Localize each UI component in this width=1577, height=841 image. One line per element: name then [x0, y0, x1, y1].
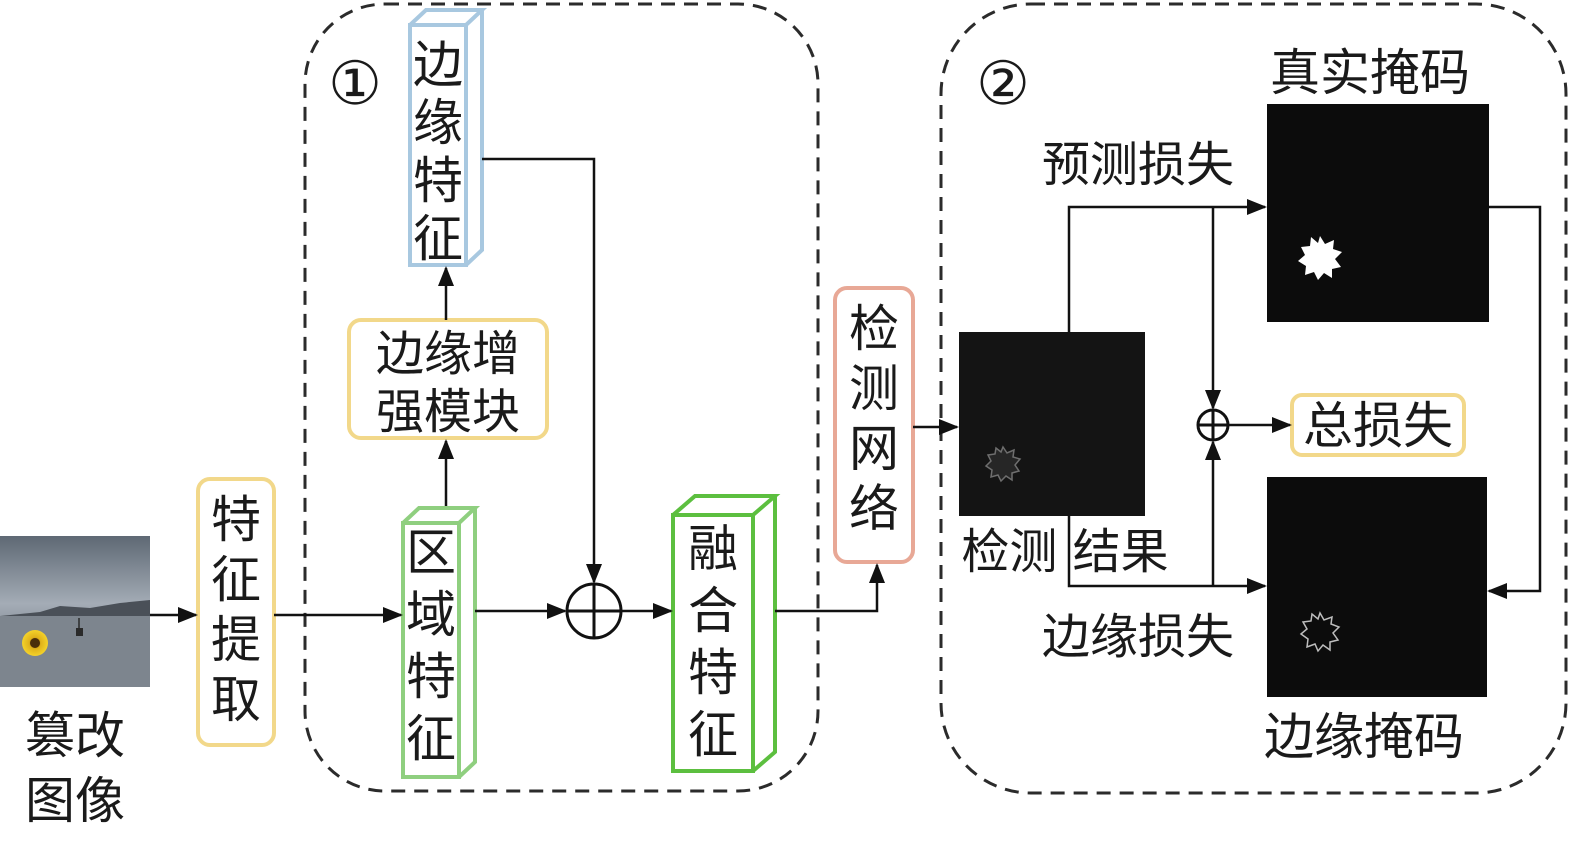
- input-label-line1: 篡改: [25, 707, 125, 765]
- arrow-result-to-true-mask: [1067, 199, 1267, 332]
- edge-feature-label: 边 缘 特 征: [413, 36, 463, 268]
- region-feature-label: 区 域 特 征: [406, 524, 456, 768]
- input-label-line2: 图像: [25, 772, 125, 830]
- edge-enhance-box: [347, 318, 549, 440]
- svg-text:征: 征: [211, 551, 261, 609]
- fused-feature-label: 融 合 特 征: [688, 520, 738, 764]
- arrow-true-mask-to-edge-mask: [1487, 205, 1542, 599]
- svg-text:融: 融: [688, 520, 738, 578]
- fusion-sum-node: [565, 582, 623, 640]
- svg-text:特: 特: [413, 152, 463, 210]
- total-loss-box: [1290, 393, 1466, 457]
- svg-text:区: 区: [406, 524, 456, 582]
- module2-number: ②: [976, 49, 1030, 119]
- detection-network-label: 检 测 网 络: [849, 300, 899, 538]
- edge-enhance-label-line1: 边缘增: [376, 326, 520, 382]
- tampered-image: [0, 536, 150, 687]
- svg-text:缘: 缘: [413, 94, 463, 152]
- arrow-edge-to-sum: [482, 157, 602, 584]
- svg-text:征: 征: [406, 710, 456, 768]
- region-feature-box: [401, 506, 481, 779]
- total-loss-label: 总损失: [1303, 397, 1453, 455]
- edge-mask-label: 边缘掩码: [1264, 708, 1464, 766]
- module1-container: [303, 2, 820, 793]
- svg-text:特: 特: [406, 648, 456, 706]
- svg-text:征: 征: [688, 706, 738, 764]
- prediction-loss-label: 预测损失: [1042, 137, 1234, 193]
- module1-number: ①: [328, 49, 382, 119]
- svg-text:测: 测: [849, 360, 899, 418]
- edge-mask-image: [1267, 477, 1487, 697]
- svg-text:提: 提: [211, 611, 261, 669]
- detection-result-image: [959, 332, 1145, 516]
- arrow-result-to-edge-mask: [1067, 516, 1267, 594]
- svg-text:特: 特: [211, 491, 261, 549]
- svg-text:检: 检: [849, 300, 899, 358]
- true-mask-image: [1267, 104, 1489, 322]
- feature-extraction-box: [196, 477, 276, 747]
- svg-text:边: 边: [413, 36, 463, 94]
- edge-enhance-label-line2: 强模块: [376, 384, 520, 440]
- arrow-fused-to-network: [775, 563, 885, 613]
- edge-loss-label: 边缘损失: [1042, 609, 1234, 665]
- svg-text:络: 络: [849, 480, 899, 538]
- fused-feature-box: [671, 494, 781, 773]
- feature-extraction-label: 特 征 提 取: [211, 491, 261, 729]
- loss-sum-node: [1196, 408, 1230, 442]
- true-mask-label: 真实掩码: [1270, 44, 1470, 102]
- detection-network-box: [833, 286, 915, 564]
- svg-text:网: 网: [849, 420, 899, 478]
- detection-result-label: 检测 结果: [961, 524, 1168, 580]
- connectors: [150, 157, 1542, 623]
- svg-text:特: 特: [688, 644, 738, 702]
- svg-text:域: 域: [406, 586, 456, 644]
- edge-feature-box: [408, 8, 488, 267]
- svg-text:取: 取: [211, 671, 261, 729]
- svg-text:征: 征: [413, 210, 463, 268]
- svg-text:合: 合: [688, 582, 738, 640]
